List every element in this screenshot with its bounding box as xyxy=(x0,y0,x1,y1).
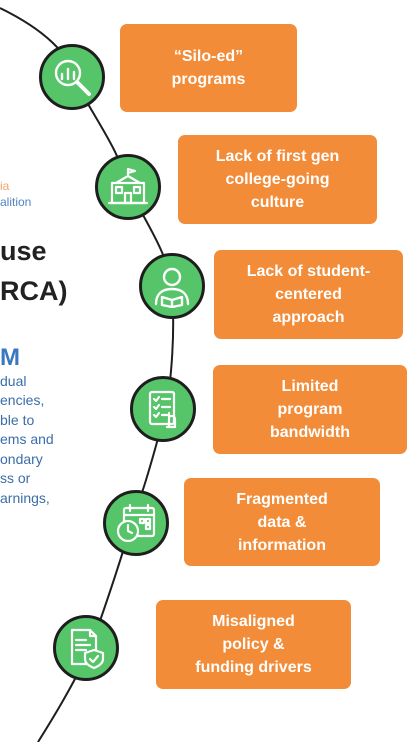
body-text-line: ems and xyxy=(0,431,54,447)
cause-label: Misaligned policy & funding drivers xyxy=(195,613,312,676)
cause-label: Limited program bandwidth xyxy=(270,378,350,441)
body-text-line: ss or xyxy=(0,470,31,486)
cause-label: Lack of first gen college-going culture xyxy=(215,148,340,211)
cause-label: Lack of student- centered approach xyxy=(246,263,371,326)
cause-box-misaligned-policy: Misaligned policy & funding drivers xyxy=(156,600,351,689)
cause-box-program-bandwidth: Limited program bandwidth xyxy=(213,365,407,454)
body-text-line: ondary xyxy=(0,451,43,467)
document-shield-icon xyxy=(53,615,119,681)
school-building-icon xyxy=(95,154,161,220)
cause-box-silo-programs: “Silo-ed” programs xyxy=(120,24,297,112)
body-text-line: arnings, xyxy=(0,490,50,506)
cause-label: Fragmented data & information xyxy=(236,490,328,554)
logo-text-fragment-2: alition xyxy=(0,195,32,209)
title-fragment-line-1: use xyxy=(0,236,47,266)
logo-text-fragment-1: ia xyxy=(0,179,10,193)
accent-letter: M xyxy=(0,344,20,371)
student-reading-icon xyxy=(139,253,205,319)
body-text-line: dual xyxy=(0,373,27,389)
calendar-clock-icon xyxy=(103,490,169,556)
title-fragment-line-2: RCA) xyxy=(0,276,68,306)
cause-box-first-gen-culture: Lack of first gen college-going culture xyxy=(178,135,377,224)
cause-label: “Silo-ed” programs xyxy=(171,48,246,88)
body-text-line: encies, xyxy=(0,392,45,408)
cause-box-student-centered: Lack of student- centered approach xyxy=(214,250,403,339)
checklist-icon xyxy=(130,376,196,442)
cause-box-fragmented-data: Fragmented data & information xyxy=(184,478,380,566)
magnifying-glass-chart-icon xyxy=(39,44,105,110)
body-text-line: ble to xyxy=(0,412,35,428)
